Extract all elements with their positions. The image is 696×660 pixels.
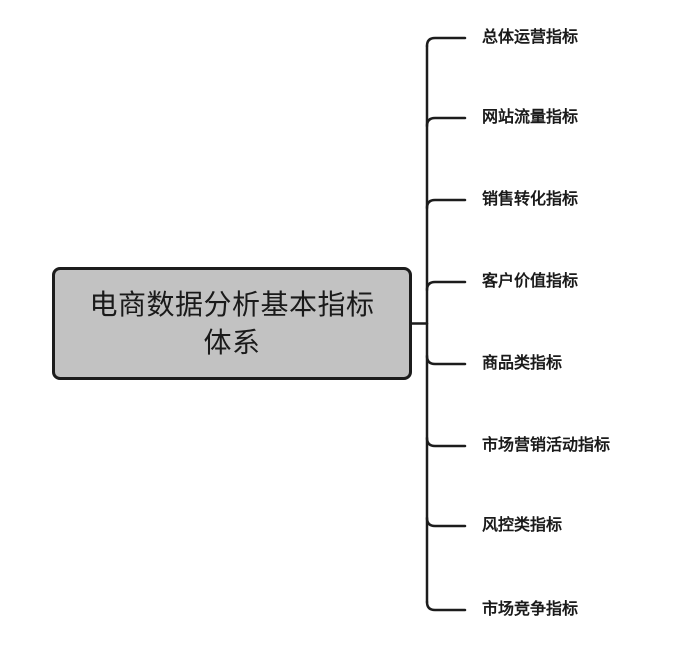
branch-connector-1 bbox=[425, 36, 467, 48]
root-node: 电商数据分析基本指标体系 bbox=[52, 267, 412, 380]
branch-connector-3 bbox=[425, 198, 467, 210]
branch-label-5: 商品类指标 bbox=[482, 353, 563, 372]
root-title: 电商数据分析基本指标体系 bbox=[89, 287, 375, 359]
branch-label-6: 市场营销活动指标 bbox=[482, 435, 611, 454]
branch-connector-8 bbox=[425, 600, 467, 612]
branch-label-2: 网站流量指标 bbox=[482, 107, 579, 126]
branch-label-4: 客户价值指标 bbox=[482, 271, 579, 290]
branch-connector-6 bbox=[425, 436, 467, 448]
branch-connector-7 bbox=[425, 516, 467, 528]
branch-connector-5 bbox=[425, 354, 467, 366]
branch-connector-4 bbox=[425, 280, 467, 292]
branch-label-3: 销售转化指标 bbox=[482, 189, 579, 208]
branch-label-8: 市场竞争指标 bbox=[482, 599, 579, 618]
branch-label-1: 总体运营指标 bbox=[482, 27, 579, 46]
branch-connector-2 bbox=[425, 116, 467, 128]
branch-label-7: 风控类指标 bbox=[482, 515, 563, 534]
